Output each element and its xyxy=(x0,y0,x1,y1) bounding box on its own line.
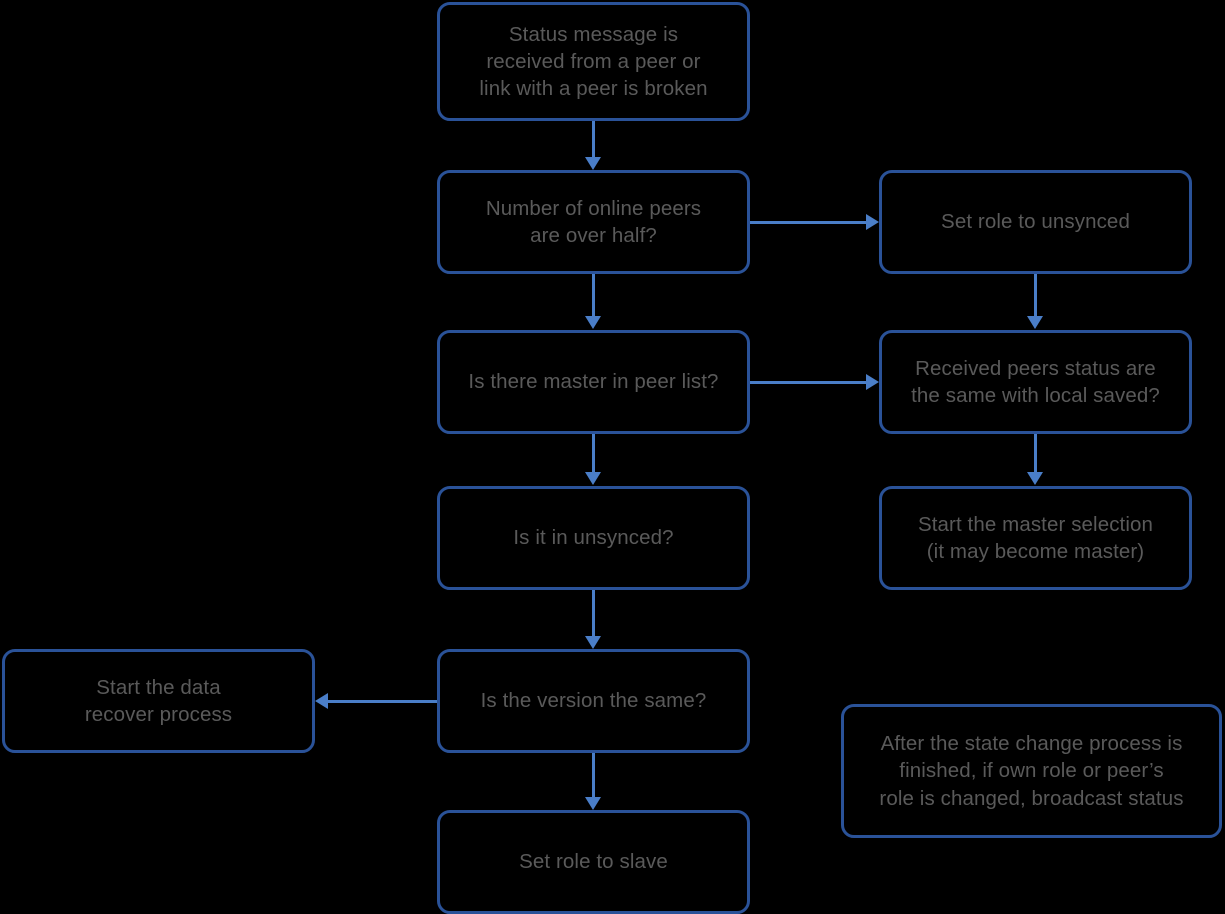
node-start-master-selection[interactable]: Start the master selection (it may becom… xyxy=(879,486,1192,590)
arrowhead-received-status-to-master-selection xyxy=(1027,472,1043,485)
edge-master-check-to-received-status xyxy=(750,381,870,384)
node-is-the-version-the-same[interactable]: Is the version the same? xyxy=(437,649,750,753)
node-set-role-to-slave[interactable]: Set role to slave xyxy=(437,810,750,914)
edge-received-status-to-master-selection xyxy=(1034,434,1037,472)
arrowhead-unsynced-to-received-status xyxy=(1027,316,1043,329)
node-start-data-recover-process[interactable]: Start the data recover process xyxy=(2,649,315,753)
edge-version-check-to-set-slave xyxy=(592,753,595,797)
arrowhead-version-check-to-set-slave xyxy=(585,797,601,810)
arrowhead-online-peers-to-unsynced xyxy=(866,214,879,230)
edge-unsynced-to-received-status xyxy=(1034,274,1037,316)
edge-master-check-to-unsynced-check xyxy=(592,434,595,472)
node-is-there-master-in-peer-list[interactable]: Is there master in peer list? xyxy=(437,330,750,434)
node-received-peers-status-same[interactable]: Received peers status are the same with … xyxy=(879,330,1192,434)
edge-online-peers-to-master-check xyxy=(592,274,595,316)
node-is-it-in-unsynced[interactable]: Is it in unsynced? xyxy=(437,486,750,590)
edge-online-peers-to-unsynced xyxy=(750,221,870,224)
edge-status-to-online-peers xyxy=(592,121,595,159)
node-set-role-to-unsynced[interactable]: Set role to unsynced xyxy=(879,170,1192,274)
arrowhead-master-check-to-received-status xyxy=(866,374,879,390)
arrowhead-online-peers-to-master-check xyxy=(585,316,601,329)
edge-unsynced-check-to-version-check xyxy=(592,590,595,636)
arrowhead-unsynced-check-to-version-check xyxy=(585,636,601,649)
node-online-peers-over-half[interactable]: Number of online peers are over half? xyxy=(437,170,750,274)
arrowhead-master-check-to-unsynced-check xyxy=(585,472,601,485)
arrowhead-version-check-to-data-recover xyxy=(315,693,328,709)
node-broadcast-status-note[interactable]: After the state change process is finish… xyxy=(841,704,1222,838)
node-status-message-received[interactable]: Status message is received from a peer o… xyxy=(437,2,750,121)
edge-version-check-to-data-recover xyxy=(328,700,438,703)
arrowhead-status-to-online-peers xyxy=(585,157,601,170)
